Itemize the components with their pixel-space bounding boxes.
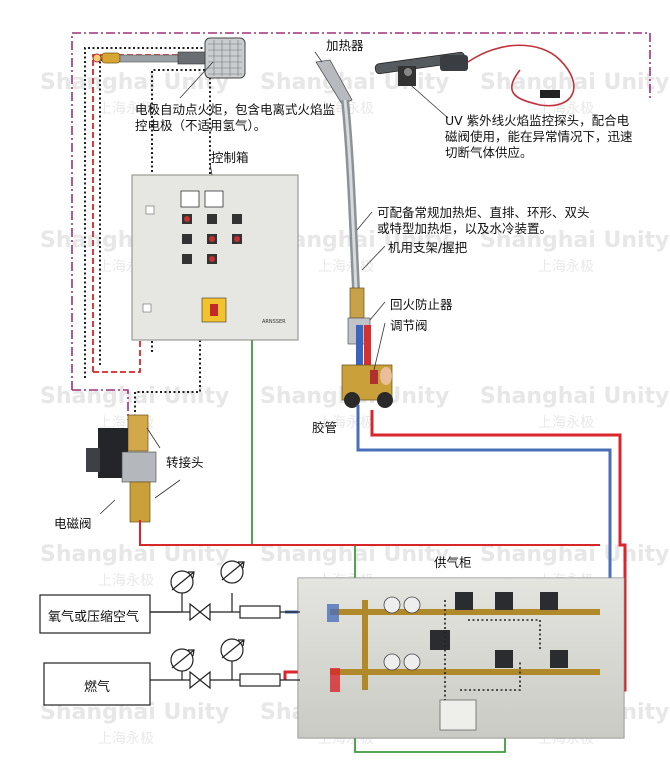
watermark-text-cn: 上海永极	[538, 415, 594, 431]
flashback-arrestor-label: 回火防止器	[390, 297, 453, 312]
torch-options-label: 可配备常规加热炬、直排、环形、双头或特型加热炬，以及水冷装置。	[377, 205, 590, 236]
watermark-text: Shanghai Unity	[480, 542, 670, 567]
ignition-torch	[92, 37, 246, 79]
leader-lines	[99, 51, 449, 515]
watermark-text: Shanghai Unity	[480, 228, 670, 253]
control-box-brand: ARNSSER	[262, 319, 286, 325]
watermark-text-cn: 上海永极	[318, 415, 374, 431]
watermark-text-cn: 上海永极	[98, 101, 154, 117]
heater-torch	[315, 59, 393, 408]
gas-cabinet	[297, 577, 625, 739]
watermark-text-cn: 上海永极	[98, 731, 154, 747]
oxygen-source-label: 氧气或压缩空气	[48, 610, 140, 625]
machine-bracket-label: 机用支架/握把	[388, 240, 468, 255]
fuel-source-label: 燃气	[84, 680, 111, 695]
regulator-valves	[189, 602, 281, 690]
uv-probe	[374, 44, 575, 107]
gas-cabinet-label: 供气柜	[434, 555, 472, 570]
uv-probe-label: UV 紫外线火焰监控探头，配合电磁阀使用，能在异常情况下，迅速切断气体供应。	[445, 113, 633, 160]
source-boxes	[39, 594, 151, 706]
gauge-arrows	[171, 561, 245, 669]
regulating-valve-label: 调节阀	[390, 318, 428, 333]
watermark-text-cn: 上海永极	[98, 573, 154, 589]
uv-signal-cable	[71, 32, 651, 420]
control-box: ARNSSER	[131, 174, 299, 341]
ignition-torch-label: 电极自动点火炬，包含电离式火焰监控电极（不适用氢气）。	[135, 102, 336, 133]
watermark-text: Shanghai Unity	[480, 384, 670, 409]
heater-label: 加热器	[326, 38, 364, 53]
adapter-label: 转接头	[166, 455, 204, 470]
watermark-text: Shanghai Unity	[40, 542, 230, 567]
solenoid-valve-label: 电磁阀	[54, 516, 92, 531]
solenoid-valve	[86, 414, 157, 523]
control-box-label: 控制箱	[211, 150, 249, 165]
watermark-text-cn: 上海永极	[538, 259, 594, 275]
hose-label: 胶管	[312, 420, 338, 435]
watermark-text-cn: 上海永极	[318, 259, 374, 275]
solenoid-supply-line	[139, 520, 600, 546]
